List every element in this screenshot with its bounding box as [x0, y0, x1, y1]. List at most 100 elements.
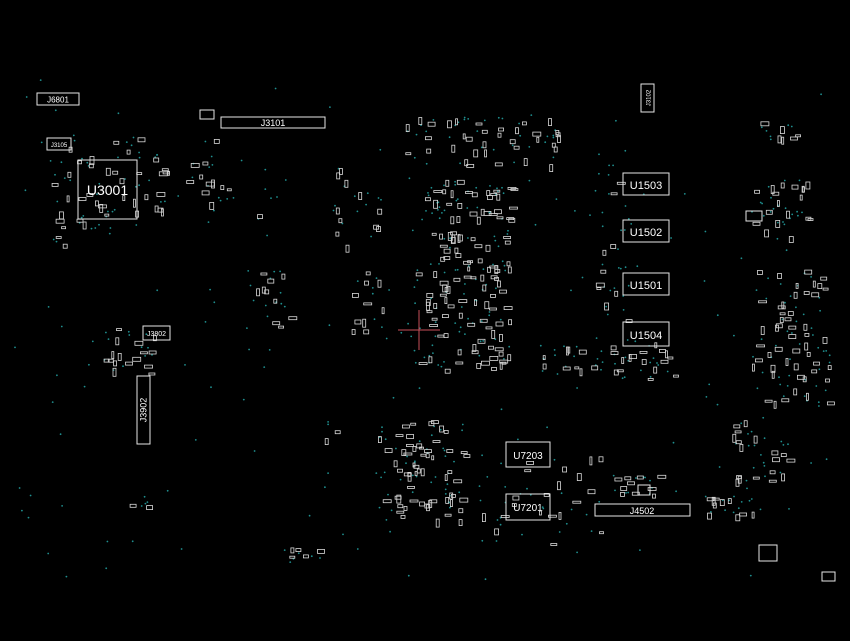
via [54, 109, 57, 112]
passive-pad [186, 180, 195, 184]
component-u7203[interactable]: U7203 [505, 441, 551, 468]
via [232, 197, 235, 199]
component-j3102[interactable]: J3102 [640, 83, 655, 113]
passive-pad [507, 354, 512, 362]
passive-pad [455, 361, 464, 365]
passive-pad [472, 343, 477, 352]
passive-pad [377, 279, 382, 288]
passive-pad [743, 420, 748, 428]
passive-pad [345, 244, 350, 253]
via [47, 552, 50, 555]
via [760, 126, 763, 129]
via [782, 221, 784, 223]
via [493, 235, 496, 238]
component-j3902[interactable]: J3902 [136, 375, 151, 445]
passive-pad [482, 141, 487, 149]
via [761, 371, 764, 374]
passive-pad [471, 350, 479, 355]
via [528, 179, 531, 182]
passive-pad [486, 190, 491, 197]
component-u1501[interactable]: U1501 [622, 272, 670, 296]
passive-pad [443, 429, 449, 434]
passive-pad [451, 234, 456, 244]
via [501, 260, 504, 263]
passive-pad [112, 170, 119, 175]
passive-pad [775, 324, 779, 332]
via [40, 141, 43, 144]
component-u3001[interactable]: U3001 [77, 159, 138, 220]
via [769, 138, 772, 141]
component-u7201[interactable]: U7201 [505, 493, 551, 521]
passive-pad [780, 126, 785, 134]
via [595, 337, 598, 339]
via [552, 134, 555, 137]
via [454, 183, 457, 186]
via [425, 210, 427, 212]
passive-pad [453, 277, 461, 282]
component-u1503[interactable]: U1503 [622, 172, 670, 196]
component-j3802[interactable]: J3802 [142, 325, 171, 341]
via [107, 210, 109, 213]
via [385, 519, 388, 521]
via [539, 344, 542, 347]
passive-pad [470, 276, 477, 280]
via [484, 578, 487, 581]
passive-pad [458, 299, 468, 304]
via [542, 507, 545, 510]
via [670, 237, 672, 239]
passive-pad [213, 138, 220, 144]
component-u1504[interactable]: U1504 [622, 321, 670, 347]
via [80, 216, 83, 219]
passive-pad [509, 206, 518, 210]
via [530, 114, 533, 116]
via [675, 490, 677, 493]
via [458, 491, 461, 494]
passive-pad [639, 350, 648, 354]
via [413, 286, 416, 288]
via [334, 204, 336, 207]
via [478, 485, 481, 487]
via [624, 356, 627, 359]
passive-pad [425, 299, 431, 306]
passive-pad [489, 265, 499, 269]
passive-pad [719, 499, 725, 507]
via [481, 454, 483, 457]
via [467, 118, 470, 120]
component-j3101[interactable]: J3101 [220, 116, 326, 129]
passive-pad [67, 171, 72, 178]
via [98, 223, 100, 226]
passive-pad [433, 271, 438, 279]
passive-pad [450, 190, 454, 199]
passive-pad [596, 287, 602, 291]
via [480, 320, 483, 322]
via [825, 458, 828, 461]
via [327, 423, 329, 426]
passive-pad [497, 280, 501, 288]
via [759, 508, 762, 511]
passive-pad [786, 210, 790, 219]
via [128, 334, 131, 336]
component-j6801[interactable]: J6801 [36, 92, 80, 106]
passive-pad [61, 226, 66, 230]
passive-pad [465, 136, 473, 142]
via [764, 475, 766, 478]
passive-pad [137, 137, 146, 143]
unlabeled-part [637, 484, 651, 496]
passive-pad [447, 231, 453, 241]
passive-pad [806, 392, 809, 401]
passive-pad [295, 548, 302, 552]
passive-pad [804, 342, 809, 351]
via [747, 433, 749, 435]
passive-pad [652, 493, 656, 499]
component-j4502[interactable]: J4502 [594, 503, 691, 517]
via [495, 540, 498, 542]
component-u1502[interactable]: U1502 [622, 219, 670, 243]
via [56, 200, 59, 203]
passive-pad [600, 269, 607, 274]
passive-pad [407, 472, 412, 482]
passive-pad [450, 493, 456, 498]
passive-pad [442, 284, 448, 293]
via [383, 471, 386, 474]
component-j3105[interactable]: J3105 [46, 137, 72, 151]
